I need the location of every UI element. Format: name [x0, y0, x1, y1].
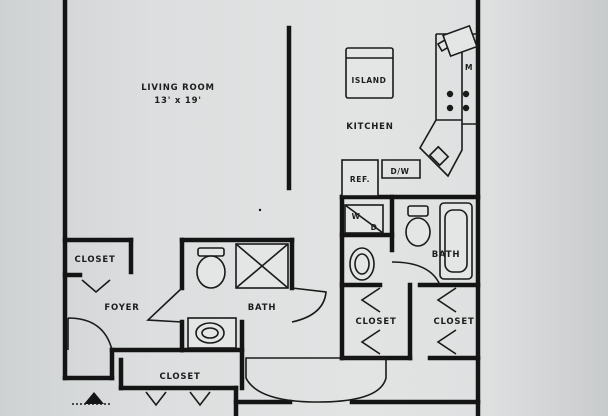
- closet-label: CLOSET: [74, 255, 115, 265]
- kitchen-counter: [381, 24, 478, 179]
- kitchen-sink-icon: [428, 145, 450, 167]
- burner-icon: [462, 104, 470, 112]
- toilet-icon: [196, 255, 226, 289]
- bath-label: BATH: [248, 303, 277, 313]
- bath-door-swing: [391, 261, 441, 286]
- right-wing-walls: [339, 194, 481, 361]
- burner-icon: [462, 90, 470, 98]
- toilet-icon: [405, 217, 431, 247]
- island-label: ISLAND: [352, 76, 387, 85]
- vanity-sink: [195, 322, 225, 344]
- microwave-label: M: [465, 63, 473, 72]
- burner-icon: [446, 90, 454, 98]
- central-bath-walls: [109, 237, 295, 391]
- living-room-size: 13' x 19': [154, 96, 201, 106]
- right-bath-sink: [349, 247, 375, 281]
- counter-appliance: [442, 24, 478, 58]
- foyer-closet-walls: [62, 237, 134, 278]
- washer-label: W: [352, 212, 361, 221]
- foyer-label: FOYER: [104, 303, 139, 313]
- closet-label: CLOSET: [433, 317, 474, 327]
- refrigerator: [341, 159, 379, 197]
- kitchen-island: [345, 47, 394, 99]
- living-room-label: LIVING ROOM: [141, 83, 215, 93]
- dishwasher-label: D/W: [390, 167, 409, 176]
- door-swings: [67, 279, 457, 407]
- dryer-label: D: [371, 223, 378, 232]
- bath-label: BATH: [432, 250, 461, 260]
- toilet-tank: [407, 205, 429, 217]
- burner-icon: [446, 104, 454, 112]
- bathtub: [439, 202, 473, 280]
- refrigerator-label: REF.: [350, 175, 370, 184]
- closet-label: CLOSET: [159, 372, 200, 382]
- exterior-walls: [62, 0, 481, 416]
- entry-arrow-icon: [84, 392, 104, 404]
- kitchen-label: KITCHEN: [346, 122, 393, 132]
- closet-label: CLOSET: [355, 317, 396, 327]
- toilet-tank: [197, 247, 225, 257]
